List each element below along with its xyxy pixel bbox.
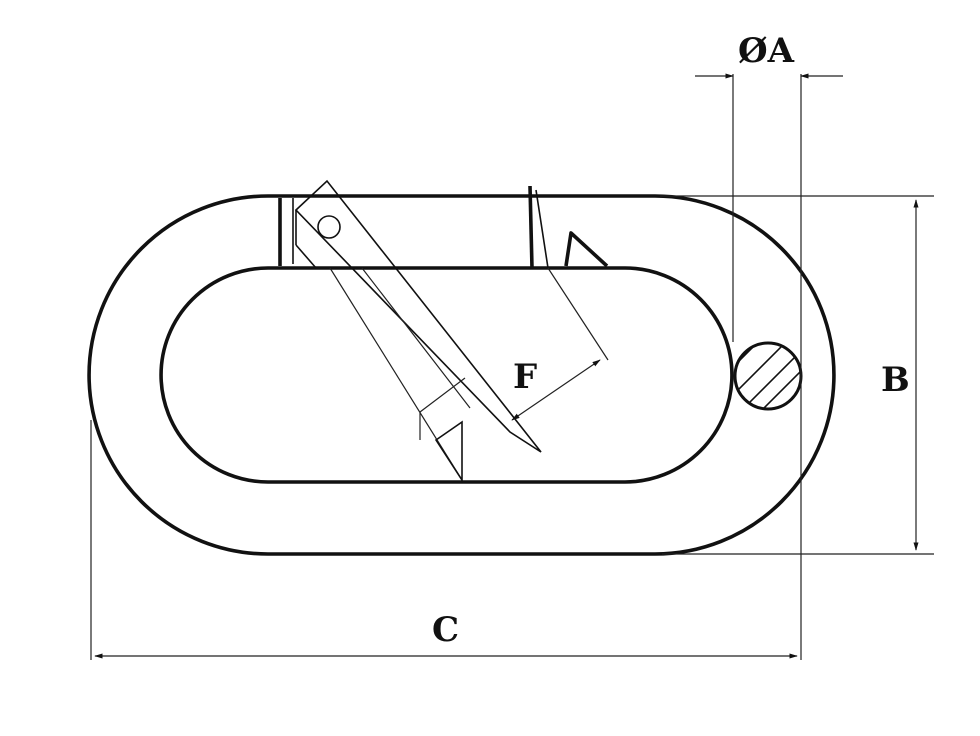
gate-latch: [278, 179, 609, 483]
dimension-label-diameter-a: ØA: [738, 31, 795, 71]
dimension-b: B: [660, 195, 934, 555]
dimension-label-c: C: [432, 610, 459, 650]
wire-cross-section: [733, 341, 803, 411]
dimension-f: F: [511, 357, 601, 421]
dimension-c: C: [90, 420, 802, 660]
link-inner-outline: [159, 266, 734, 484]
dimension-label-b: B: [881, 360, 910, 400]
dimension-label-f: F: [513, 357, 537, 397]
link-outer-outline: [87, 194, 836, 556]
dimension-diameter-a: ØA: [695, 31, 843, 554]
